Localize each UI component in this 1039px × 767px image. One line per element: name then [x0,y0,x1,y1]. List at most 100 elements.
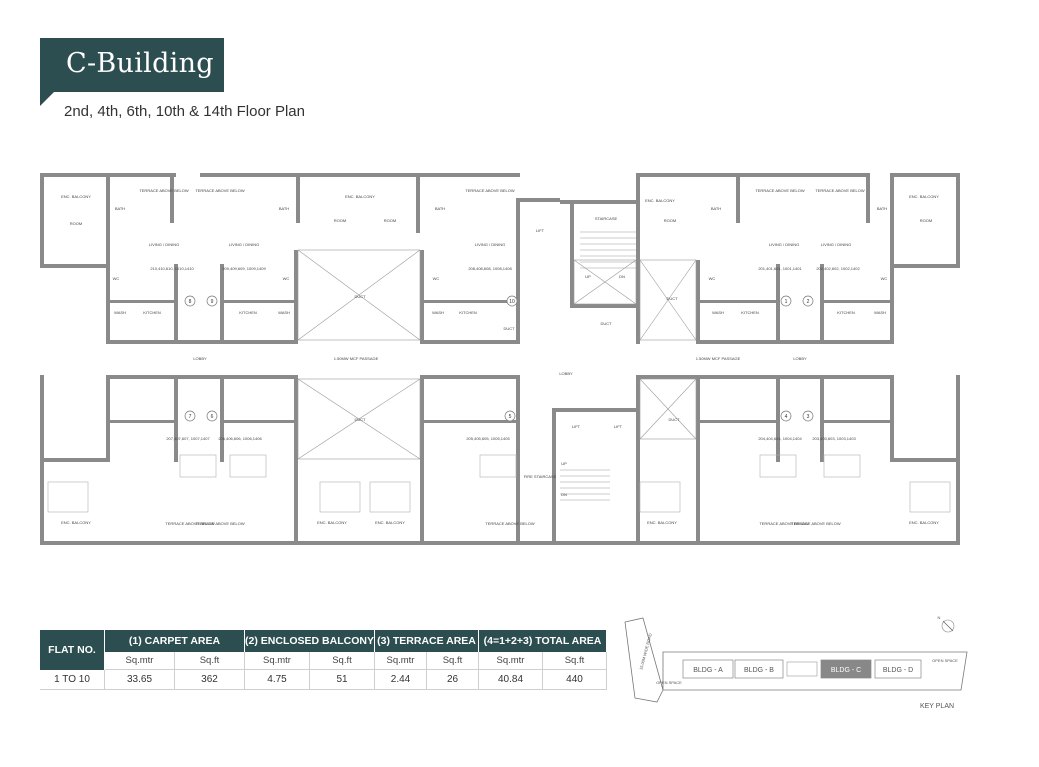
label-lobby: LOBBY [193,356,207,361]
label-room: ROOM [664,218,676,223]
svg-text:N: N [938,615,941,620]
terrace-area-header: (3) TERRACE AREA [374,630,479,652]
duct-shafts [297,249,697,460]
flat-number-8: 8 [184,295,196,307]
label-living: LIVING / DINING [769,242,799,247]
bldg-a-block [682,659,734,679]
label-wash: WASH [114,310,126,315]
label-terrace: TERRACE ABOVE BELOW [465,188,515,193]
label-duct: DUCT [503,326,515,331]
label-terrace: TERRACE ABOVE BELOW [815,188,865,193]
label-enc-balcony: ENC. BALCONY [647,520,677,525]
label-up: UP [561,461,567,466]
label-terrace: TERRACE ABOVE BELOW [485,521,535,526]
bldg-c-label: BLDG - C [831,667,861,674]
label-duct: DUCT [668,417,680,422]
label-bath: BATH [435,206,445,211]
label-enc-balcony: ENC. BALCONY [909,520,939,525]
label-kitchen: KITCHEN [239,310,257,315]
table-row: 1 TO 10 33.65 362 4.75 51 2.44 26 40.84 … [40,669,607,690]
flat-code-f3: 203,403,603, 1003,1403 [812,436,856,441]
flat-number-4: 4 [780,410,792,422]
label-wc: WC [283,276,290,281]
label-lobby: LOBBY [559,371,573,376]
key-plan-connector [786,661,818,677]
svg-text:5: 5 [509,414,512,420]
svg-text:2: 2 [807,299,810,305]
label-living: LIVING / DINING [149,242,179,247]
unit-cell: Sq.ft [309,652,375,670]
bldg-b-label: BLDG - B [744,667,774,674]
label-lift: LIFT [536,228,545,233]
value-cell: 440 [542,669,607,690]
area-table-units: Sq.mtr Sq.ft Sq.mtr Sq.ft Sq.mtr Sq.ft S… [40,652,607,670]
flat-number-5: 5 [504,410,516,422]
label-wash: WASH [278,310,290,315]
value-cell: 362 [174,669,245,690]
area-table: FLAT NO. (1) CARPET AREA (2) ENCLOSED BA… [40,630,607,690]
label-enc-balcony: ENC. BALCONY [345,194,375,199]
label-terrace: TERRACE ABOVE BELOW [195,188,245,193]
value-cell: 51 [309,669,375,690]
label-wc: WC [433,276,440,281]
svg-text:10: 10 [509,299,515,305]
label-room: ROOM [384,218,396,223]
value-cell: 40.84 [478,669,543,690]
label-dn: DN [619,274,625,279]
label-kitchen: KITCHEN [459,310,477,315]
label-bath: BATH [115,206,125,211]
floor-plan: ENC. BALCONY ENC. BALCONY ENC. BALCONY E… [40,173,960,545]
label-fire-staircase: FIRE STAIRCASE [524,474,557,479]
flat-code-f9: 209,409,609, 1009,1409 [222,266,266,271]
staircase-steps [560,231,636,501]
label-passage: 1.50MW MCF PASSAGE [334,356,379,361]
label-room: ROOM [334,218,346,223]
flat-number-3: 3 [802,410,814,422]
bldg-b-block [734,659,784,679]
label-lobby: LOBBY [793,356,807,361]
svg-text:4: 4 [785,414,788,420]
value-cell: 26 [426,669,479,690]
label-enc-balcony: ENC. BALCONY [61,520,91,525]
bldg-d-block [874,659,922,679]
label-wash: WASH [874,310,886,315]
unit-cell: Sq.ft [174,652,245,670]
label-bath: BATH [279,206,289,211]
label-wc: WC [113,276,120,281]
floor-plan-walls [40,173,960,545]
label-kitchen: KITCHEN [837,310,855,315]
flat-code-f10: 210,410,610, 1010,1410 [150,266,194,271]
label-terrace: TERRACE ABOVE BELOW [139,188,189,193]
label-room: ROOM [920,218,932,223]
label-terrace: TERRACE ABOVE BELOW [759,521,809,526]
unit-cell: Sq.mtr [374,652,427,670]
flat-range-cell: 1 TO 10 [40,669,105,690]
key-plan-label: KEY PLAN [920,703,954,710]
flat-code-f6: 206,406,606, 1006,1406 [218,436,262,441]
label-staircase: STAIRCASE [595,216,618,221]
label-up: UP [585,274,591,279]
label-room: ROOM [70,221,82,226]
flat-number-7: 7 [184,410,196,422]
north-arrow-icon: N [938,615,955,633]
label-wash: WASH [712,310,724,315]
label-passage: 1.50MW MCF PASSAGE [696,356,741,361]
key-plan: 15.00M WIDE ROAD OPEN SPACE OPEN SPACE B… [624,615,968,710]
label-terrace: TERRACE ABOVE BELOW [165,521,215,526]
label-wc: WC [709,276,716,281]
svg-text:6: 6 [211,414,214,420]
key-plan-road-outline [624,617,664,703]
flat-code-f7: 207,407,607, 1007,1407 [166,436,210,441]
label-duct: DUCT [600,321,612,326]
value-cell: 2.44 [374,669,427,690]
unit-cell: Sq.ft [426,652,479,670]
title-banner: C-Building [40,38,224,106]
unit-cell: Sq.mtr [104,652,175,670]
label-terrace: TERRACE ABOVE BELOW [195,521,245,526]
flat-code-f5: 205,405,605, 1005,1405 [466,436,510,441]
flat-code-f1: 201,401,601, 1001,1401 [758,266,802,271]
flat-number-1: 1 [780,295,792,307]
label-wash: WASH [432,310,444,315]
carpet-area-header: (1) CARPET AREA [104,630,245,652]
label-enc-balcony: ENC. BALCONY [317,520,347,525]
